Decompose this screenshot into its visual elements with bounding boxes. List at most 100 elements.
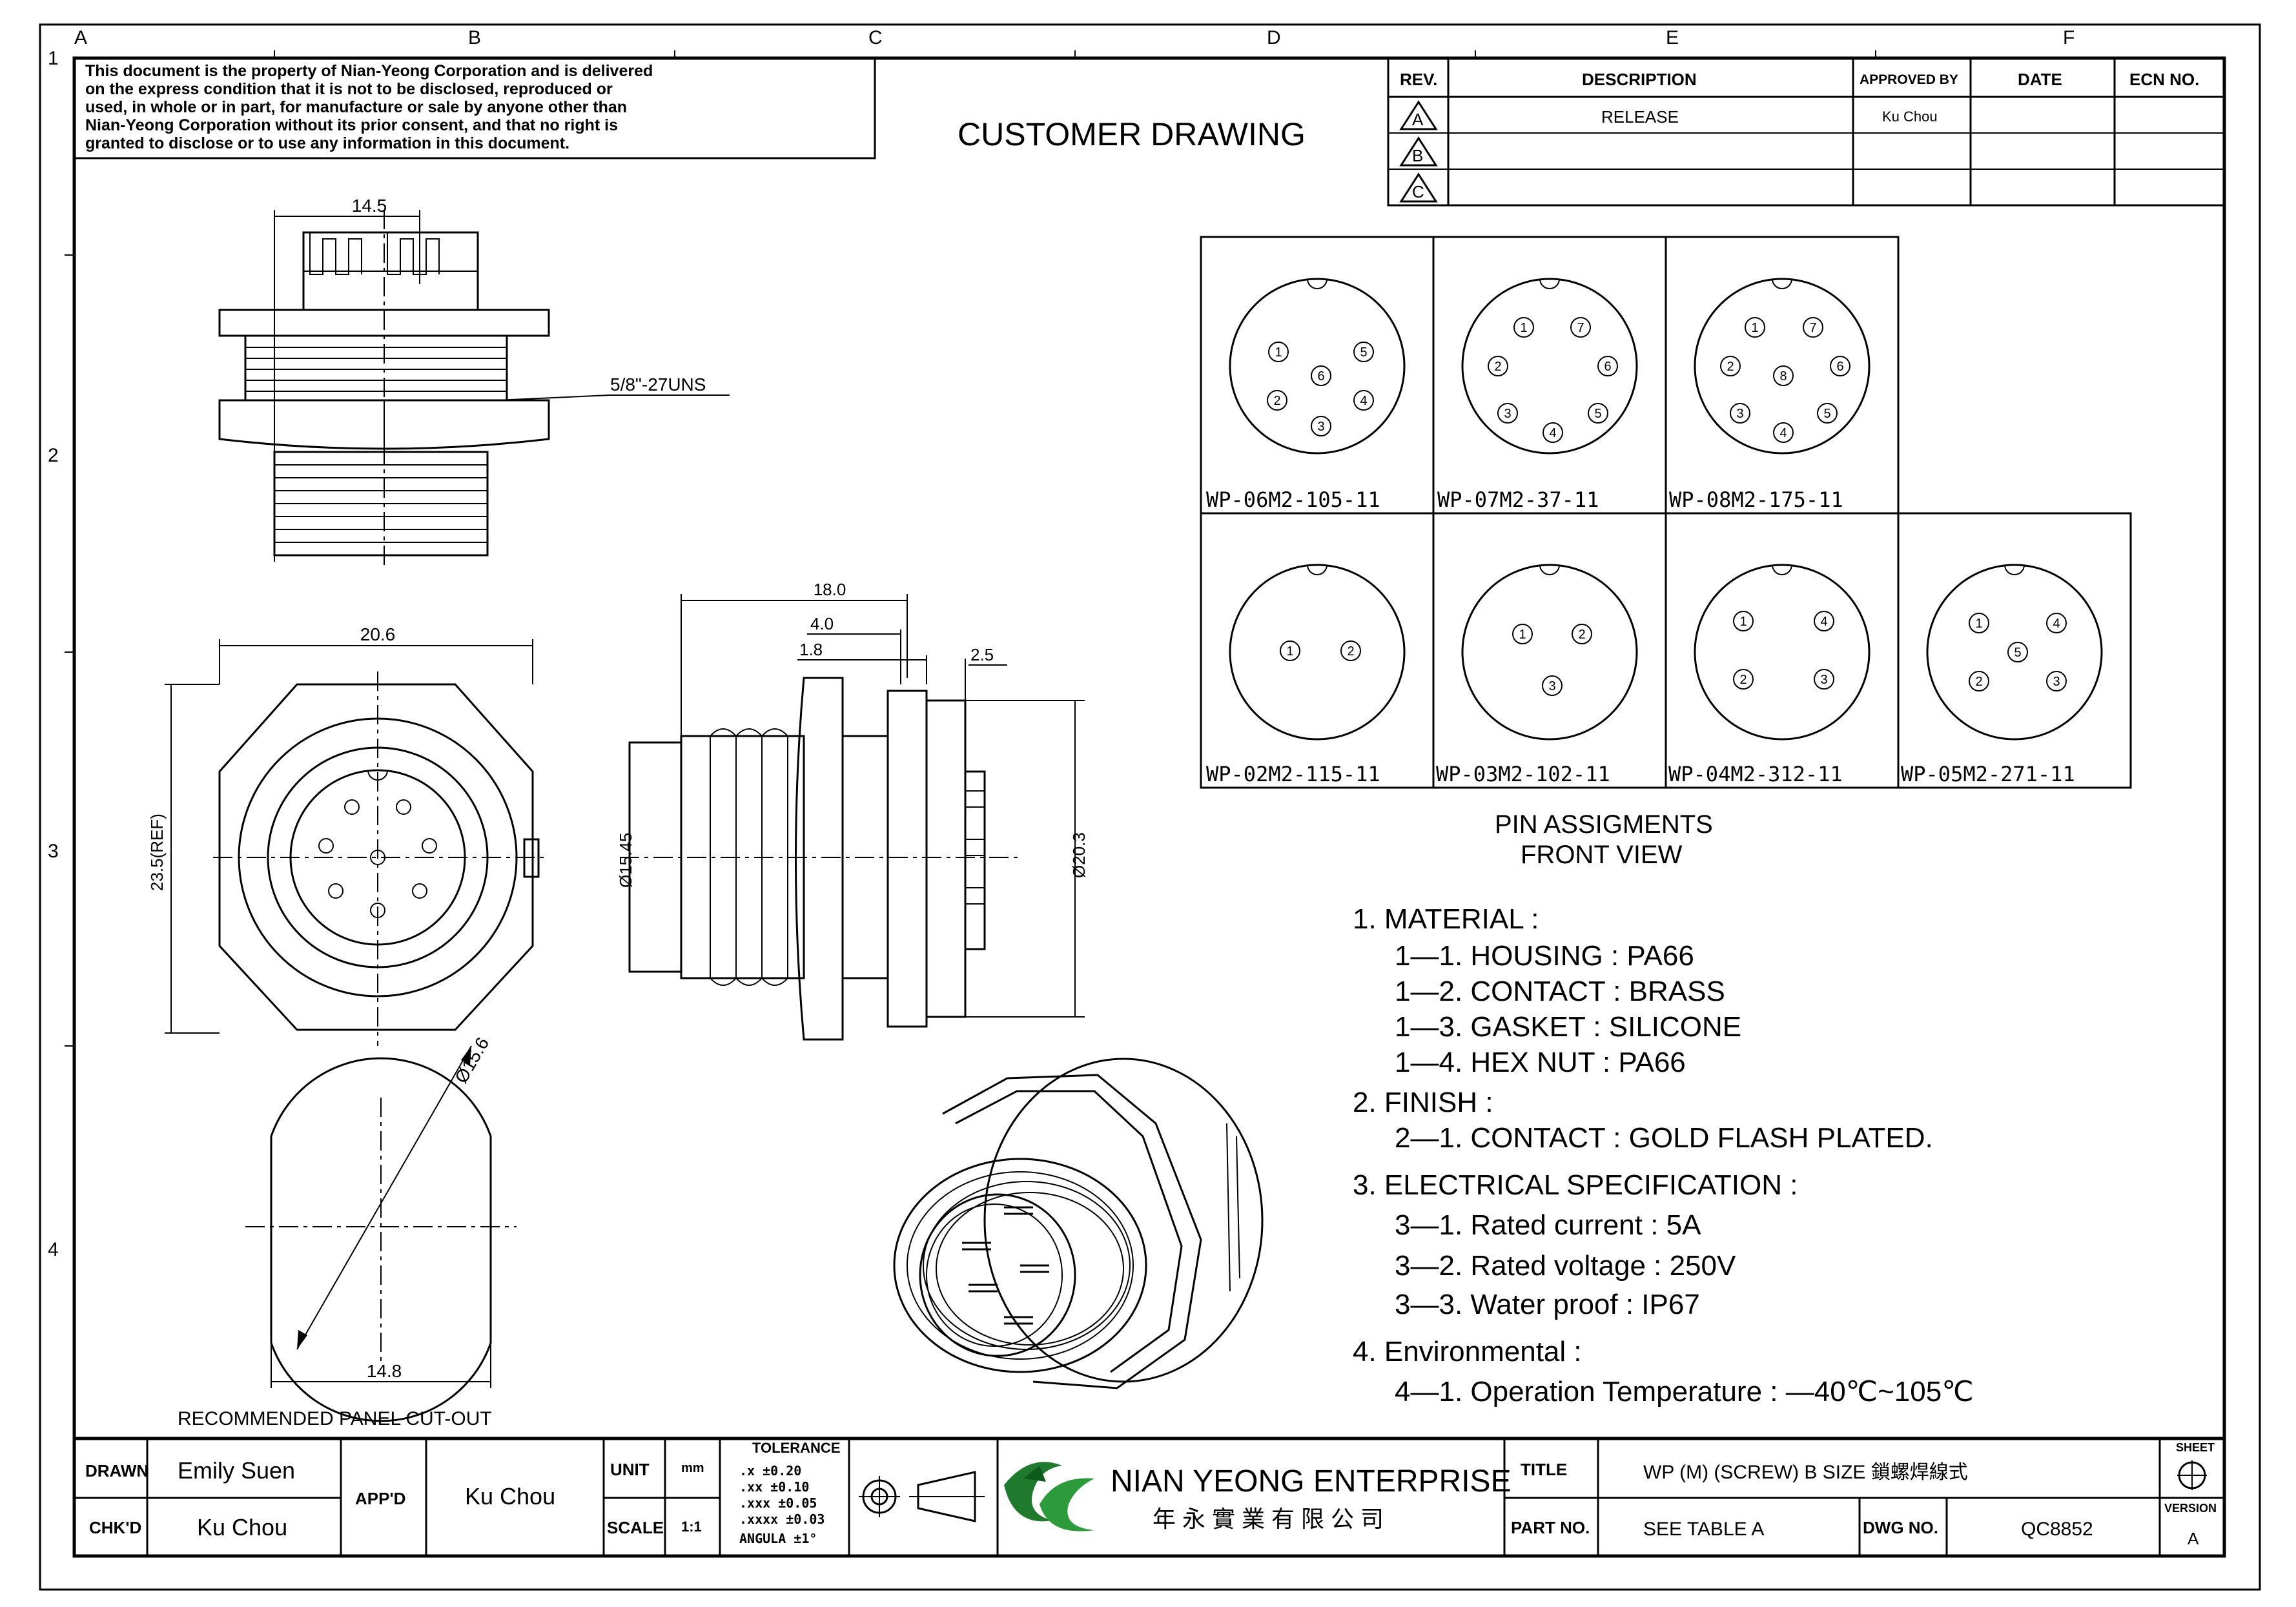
notice-line-5: granted to disclose or to use any inform… xyxy=(85,134,569,152)
rev-header-ecn: ECN NO. xyxy=(2129,70,2199,89)
pin-layout-7: 1 7 2 6 3 5 4 WP-07M2-37-11 xyxy=(1437,278,1638,512)
pin5-2: 2 xyxy=(1975,675,1982,689)
pin-layout-4: 1 4 2 3 WP-04M2-312-11 xyxy=(1668,564,1871,786)
pin-caption-1: PIN ASSIGMENTS xyxy=(1495,810,1713,839)
pin-caption-2: FRONT VIEW xyxy=(1521,841,1683,869)
zone-columns: A B C D E F xyxy=(74,27,2075,48)
rev-c-label: C xyxy=(1412,182,1424,201)
pin4-2: 2 xyxy=(1739,673,1747,687)
company-name: NIAN YEONG ENTERPRISE xyxy=(1111,1464,1512,1499)
pin6-3: 3 xyxy=(1317,420,1324,434)
tolerance-row-1: .x ±0.20 xyxy=(739,1463,801,1479)
scale-value: 1:1 xyxy=(681,1519,702,1535)
pin2-2: 2 xyxy=(1347,644,1354,659)
tolerance-row-4: .xxxx ±0.03 xyxy=(739,1511,825,1527)
pin7-1: 1 xyxy=(1520,321,1527,335)
pin5-4: 4 xyxy=(2053,617,2060,631)
spec-1-2: 1—2. CONTACT : BRASS xyxy=(1395,976,1725,1007)
dim-cutout-dia: Ø15.6 xyxy=(451,1034,493,1087)
spec-4: 4. Environmental : xyxy=(1353,1336,1582,1367)
zone-row-2: 2 xyxy=(48,445,59,466)
pin5-1: 1 xyxy=(1975,617,1982,631)
pin-part-8: WP-08M2-175-11 xyxy=(1669,487,1843,512)
pin2-1: 1 xyxy=(1286,644,1293,659)
spec-1: 1. MATERIAL : xyxy=(1353,903,1539,935)
rev-header-description: DESCRIPTION xyxy=(1582,70,1697,89)
tolerance-row-2: .xx ±0.10 xyxy=(739,1479,809,1495)
pin8-7: 7 xyxy=(1809,321,1816,335)
dwg-label: DWG NO. xyxy=(1863,1518,1938,1537)
zone-rows: 1 2 3 4 xyxy=(48,48,59,1260)
cutout-caption: RECOMMENDED PANEL CUT-OUT xyxy=(178,1408,492,1429)
drawing-title: CUSTOMER DRAWING xyxy=(958,116,1306,152)
pin-part-2: WP-02M2-115-11 xyxy=(1206,762,1380,786)
notice-line-4: Nian-Yeong Corporation without its prior… xyxy=(85,116,618,134)
spec-2-1: 2—1. CONTACT : GOLD FLASH PLATED. xyxy=(1395,1122,1933,1154)
rev-header-approved: APPROVED BY xyxy=(1860,72,1958,87)
pin8-2: 2 xyxy=(1727,360,1734,374)
pin-grid: 1 5 6 2 4 3 WP-06M2-105-11 1 7 2 6 3 5 4 xyxy=(1200,236,2132,789)
appd-label: APP'D xyxy=(355,1489,405,1508)
part-label: PART NO. xyxy=(1511,1518,1590,1537)
front-view: 20.6 23.5(REF) xyxy=(147,624,546,1046)
revision-table: REV. DESCRIPTION APPROVED BY DATE ECN NO… xyxy=(1387,57,2226,207)
spec-3-2: 3—2. Rated voltage : 250V xyxy=(1395,1250,1736,1282)
spec-3-1: 3—1. Rated current : 5A xyxy=(1395,1209,1701,1241)
company-logo-icon xyxy=(1004,1462,1094,1531)
pin-part-4: WP-04M2-312-11 xyxy=(1668,762,1843,786)
rev-a-label: A xyxy=(1412,110,1424,129)
pin-layout-2: 1 2 WP-02M2-115-11 xyxy=(1206,564,1406,786)
dim-cutout-width: 14.8 xyxy=(367,1361,402,1381)
unit-value: mm xyxy=(681,1461,704,1475)
tolerance-label: TOLERANCE xyxy=(752,1440,841,1456)
spec-4-1: 4—1. Operation Temperature : —40℃~105℃ xyxy=(1395,1376,1974,1407)
dim-side-length: 18.0 xyxy=(814,580,846,599)
pin6-2: 2 xyxy=(1273,394,1280,408)
zone-col-a: A xyxy=(74,27,87,48)
outer-frame xyxy=(39,23,2261,1591)
pin-part-3: WP-03M2-102-11 xyxy=(1436,762,1610,786)
panel-cutout: Ø15.6 14.8 RECOMMENDED PANEL CUT-OUT xyxy=(178,1034,517,1429)
pin8-3: 3 xyxy=(1736,407,1743,421)
pin-part-6: WP-06M2-105-11 xyxy=(1206,487,1380,512)
zone-row-4: 4 xyxy=(48,1239,59,1260)
pin-part-5: WP-05M2-271-11 xyxy=(1901,762,2075,786)
pin-layout-5: 1 4 5 2 3 WP-05M2-271-11 xyxy=(1901,564,2103,786)
dim-side-d1: 4.0 xyxy=(810,614,834,633)
zone-row-3: 3 xyxy=(48,841,59,862)
title-label: TITLE xyxy=(1521,1460,1567,1479)
spec-1-3: 1—3. GASKET : SILICONE xyxy=(1395,1011,1741,1043)
pin7-7: 7 xyxy=(1577,321,1584,335)
zone-col-b: B xyxy=(468,27,481,48)
dim-side-dia2: Ø20.3 xyxy=(1069,832,1089,878)
pin6-5: 5 xyxy=(1360,345,1367,360)
zone-ticks xyxy=(65,50,1876,1047)
company-name-cn: 年 永 實 業 有 限 公 司 xyxy=(1153,1506,1384,1532)
pin6-6: 6 xyxy=(1317,369,1324,384)
pin8-8: 8 xyxy=(1779,369,1787,384)
notice-line-2: on the express condition that it is not … xyxy=(85,80,613,98)
drawn-label: DRAWN xyxy=(85,1461,149,1480)
dim-side-d2: 1.8 xyxy=(799,640,823,659)
pin-layout-3: 1 2 3 WP-03M2-102-11 xyxy=(1436,564,1638,786)
pin7-6: 6 xyxy=(1604,360,1611,374)
notice-box xyxy=(73,57,876,159)
pin8-1: 1 xyxy=(1751,321,1758,335)
dwg-value: QC8852 xyxy=(2021,1519,2093,1540)
pin8-6: 6 xyxy=(1836,360,1843,374)
dim-side-dia1: Ø15.45 xyxy=(616,833,635,888)
tolerance-row-5: ANGULA ±1° xyxy=(739,1531,817,1546)
title-value: WP (M) (SCREW) B SIZE 鎖螺焊線式 xyxy=(1643,1462,1968,1483)
spec-3: 3. ELECTRICAL SPECIFICATION : xyxy=(1353,1169,1798,1201)
pin7-5: 5 xyxy=(1594,407,1601,421)
pin-part-7: WP-07M2-37-11 xyxy=(1437,487,1599,512)
pin-layout-6: 1 5 6 2 4 3 WP-06M2-105-11 xyxy=(1206,278,1406,512)
chkd-value: Ku Chou xyxy=(197,1514,287,1540)
pin5-5: 5 xyxy=(2014,646,2021,660)
zone-col-f: F xyxy=(2063,27,2075,48)
zone-col-e: E xyxy=(1666,27,1679,48)
zone-col-d: D xyxy=(1267,27,1281,48)
notice-text: This document is the property of Nian-Ye… xyxy=(85,62,653,152)
spec-list: 1. MATERIAL : 1—1. HOUSING : PA66 1—2. C… xyxy=(1353,903,1974,1407)
